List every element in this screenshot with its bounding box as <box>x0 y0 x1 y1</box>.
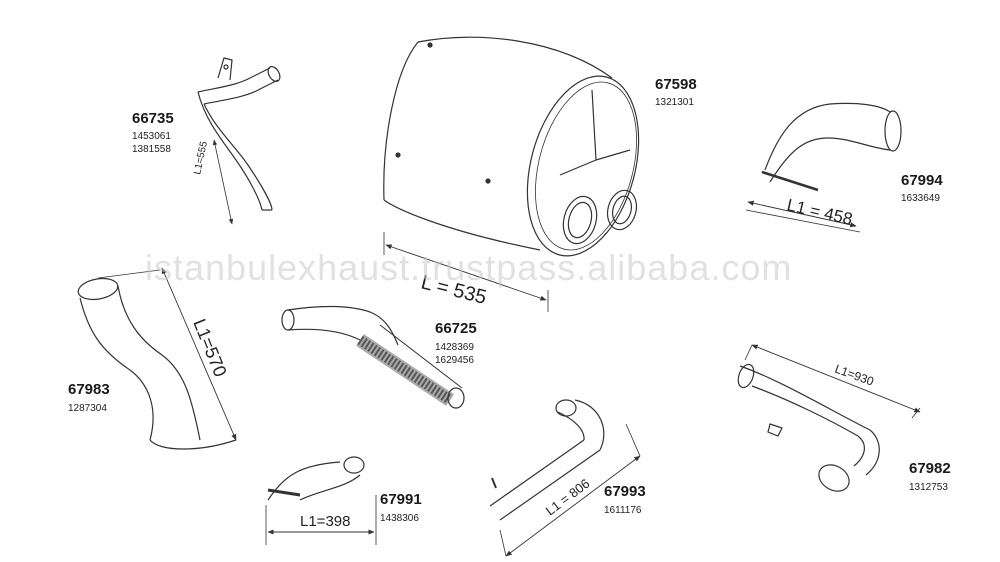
pipe-66735-drawing: L1=555 <box>192 57 281 225</box>
part-number-67991: 67991 <box>380 491 422 508</box>
ref-66735-2: 1381558 <box>132 144 171 155</box>
elbow-67991-drawing: L1=398 <box>265 456 377 545</box>
ref-67991-1: 1438306 <box>380 513 419 524</box>
part-number-66725: 66725 <box>435 320 477 337</box>
flex-pipe-66725-drawing <box>281 305 465 409</box>
part-number-66735: 66735 <box>132 110 174 127</box>
ref-67993-1: 1611176 <box>604 505 642 516</box>
part-number-67983: 67983 <box>68 381 110 398</box>
ref-66735-1: 1453061 <box>132 131 171 142</box>
part-number-67994: 67994 <box>901 172 943 189</box>
ref-66725-2: 1629456 <box>435 355 474 366</box>
pipe-67983-drawing: L1=570 <box>77 267 237 450</box>
ref-67994-1: 1633649 <box>901 193 940 204</box>
ref-67598-1: 1321301 <box>655 97 694 108</box>
ref-67983-1: 1287304 <box>68 403 107 414</box>
dimension-67991: L1=398 <box>300 513 350 530</box>
pipe-67993-drawing: L1 = 806 <box>489 399 641 557</box>
part-number-67598: 67598 <box>655 76 697 93</box>
ref-66725-1: 1428369 <box>435 342 474 353</box>
watermark-text: istanbulexhaust.trustpass.alibaba.com <box>145 247 793 288</box>
dimension-66735: L1=555 <box>192 140 210 176</box>
dimension-67983: L1=570 <box>189 316 230 380</box>
part-number-67982: 67982 <box>909 460 951 477</box>
elbow-67994-drawing: L1 = 458 <box>745 102 902 233</box>
dimension-67982: L1=930 <box>833 362 876 389</box>
part-number-67993: 67993 <box>604 483 646 500</box>
ref-67982-1: 1312753 <box>909 482 948 493</box>
pipe-67982-drawing: L1=930 <box>737 344 921 492</box>
